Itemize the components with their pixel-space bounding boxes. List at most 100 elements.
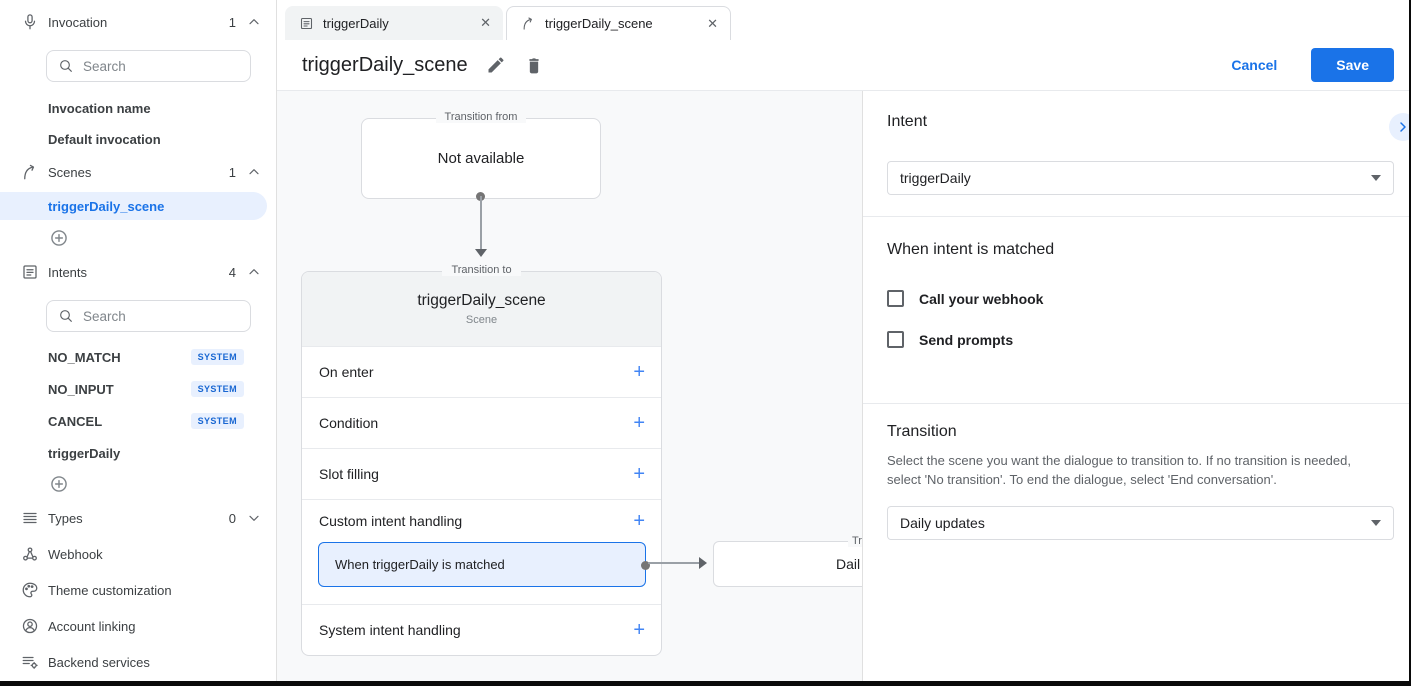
transition-from-box[interactable]: Transition from Not available — [361, 111, 601, 199]
sidebar-item-cancel-intent[interactable]: CANCEL SYSTEM — [0, 409, 276, 433]
connector-arrow-right — [699, 557, 707, 569]
system-badge: SYSTEM — [190, 349, 244, 365]
scene-section-custom-intent-handling: Custom intent handling + When triggerDai… — [302, 499, 661, 604]
flow-canvas[interactable]: Transition from Not available Transition… — [277, 91, 862, 681]
types-icon — [21, 509, 39, 527]
window-edge-bottom — [0, 681, 1411, 686]
sidebar-item-backend-services[interactable]: Backend services — [0, 650, 276, 674]
add-condition-button[interactable]: + — [633, 412, 645, 434]
section-count: 1 — [228, 14, 236, 30]
transition-from-content: Not available — [437, 150, 525, 167]
intent-select-value: triggerDaily — [900, 170, 971, 186]
dropdown-caret-icon — [1371, 175, 1381, 181]
add-on-enter-button[interactable]: + — [633, 361, 645, 383]
invocation-search-input[interactable] — [83, 58, 233, 74]
divider — [863, 403, 1409, 404]
sidebar-item-no-input[interactable]: NO_INPUT SYSTEM — [0, 377, 276, 401]
account-icon — [21, 617, 39, 635]
intents-search-input[interactable] — [83, 308, 233, 324]
add-intent-button[interactable] — [49, 474, 69, 494]
page-title: triggerDaily_scene — [302, 53, 468, 76]
microphone-icon — [21, 13, 39, 31]
collapse-panel-button[interactable] — [1389, 113, 1411, 141]
sidebar-item-webhook[interactable]: Webhook — [0, 542, 276, 566]
chevron-up-icon[interactable] — [246, 14, 262, 30]
plus-circle-icon — [51, 230, 67, 246]
send-prompts-option[interactable]: Send prompts — [887, 331, 1409, 348]
tab-bar: triggerDaily ✕ triggerDaily_scene ✕ — [277, 0, 1409, 40]
intent-select[interactable]: triggerDaily — [887, 161, 1394, 195]
connector-arrow-down — [475, 249, 487, 257]
section-count: 4 — [228, 264, 236, 280]
connector-line — [480, 196, 482, 251]
add-system-intent-button[interactable]: + — [633, 619, 645, 641]
scene-section-on-enter: On enter + — [302, 346, 661, 397]
intent-handler-chip-selected[interactable]: When triggerDaily is matched — [318, 542, 650, 587]
cancel-button[interactable]: Cancel — [1231, 57, 1278, 73]
connector-line — [648, 562, 701, 564]
sidebar-item-triggerdaily-scene-selected[interactable]: triggerDaily_scene — [0, 192, 267, 220]
chevron-right-icon — [1400, 122, 1406, 132]
sidebar-item-triggerdaily-intent[interactable]: triggerDaily — [48, 445, 121, 461]
intent-detail-panel: Intent triggerDaily When intent is match… — [862, 91, 1411, 681]
tab-triggerdaily-scene[interactable]: triggerDaily_scene ✕ — [506, 6, 731, 40]
transition-target-box[interactable]: Tr Dail — [713, 535, 862, 587]
backend-services-icon — [21, 653, 39, 671]
editor-header: triggerDaily_scene Cancel Save — [277, 40, 1409, 91]
call-webhook-option[interactable]: Call your webhook — [887, 290, 1409, 307]
add-slot-filling-button[interactable]: + — [633, 463, 645, 485]
transition-from-label: Transition from — [362, 111, 600, 123]
close-icon[interactable]: ✕ — [707, 15, 718, 31]
section-count: 0 — [228, 510, 236, 526]
transition-target-content-clipped: Dail — [836, 556, 861, 572]
divider — [863, 216, 1409, 217]
add-scene-button[interactable] — [49, 228, 69, 248]
scene-card[interactable]: Transition to triggerDaily_scene Scene O… — [301, 264, 662, 656]
section-label: Scenes — [48, 164, 92, 180]
section-count: 1 — [228, 164, 236, 180]
transition-target-label-clipped: Tr — [848, 535, 862, 547]
sidebar: Invocation 1 Invocation name Default inv… — [0, 0, 277, 681]
checkbox-unchecked[interactable] — [887, 290, 904, 307]
sidebar-section-scenes[interactable]: Scenes 1 — [0, 160, 276, 184]
transition-select[interactable]: Daily updates — [887, 506, 1394, 540]
close-icon[interactable]: ✕ — [480, 15, 491, 30]
intent-heading: Intent — [887, 113, 928, 130]
save-button[interactable]: Save — [1311, 48, 1394, 82]
scenes-icon — [21, 163, 39, 181]
transition-heading: Transition — [887, 423, 957, 440]
delete-icon[interactable] — [524, 55, 544, 75]
scene-card-subtitle: Scene — [465, 314, 498, 326]
invocation-search — [46, 50, 251, 82]
add-custom-intent-button[interactable]: + — [633, 510, 645, 532]
edit-icon[interactable] — [486, 55, 506, 75]
section-label: Invocation — [48, 14, 108, 30]
system-badge: SYSTEM — [190, 413, 244, 429]
connector-dot — [641, 561, 650, 570]
window-edge-right — [1409, 0, 1411, 686]
sidebar-section-types[interactable]: Types 0 — [0, 506, 276, 530]
system-badge: SYSTEM — [190, 381, 244, 397]
section-label: Intents — [48, 264, 88, 280]
scene-card-header: triggerDaily_scene Scene — [302, 272, 661, 346]
sidebar-item-no-match[interactable]: NO_MATCH SYSTEM — [0, 345, 276, 369]
chevron-down-icon[interactable] — [246, 510, 262, 526]
sidebar-item-invocation-name[interactable]: Invocation name — [48, 100, 151, 116]
sidebar-item-account-linking[interactable]: Account linking — [0, 614, 276, 638]
sidebar-item-theme-customization[interactable]: Theme customization — [0, 578, 276, 602]
chevron-up-icon[interactable] — [246, 164, 262, 180]
scene-card-title: triggerDaily_scene — [417, 292, 546, 309]
sidebar-section-invocation[interactable]: Invocation 1 — [0, 10, 276, 34]
sidebar-section-intents[interactable]: Intents 4 — [0, 260, 276, 284]
checkbox-unchecked[interactable] — [887, 331, 904, 348]
intents-search — [46, 300, 251, 332]
scene-section-condition: Condition + — [302, 397, 661, 448]
section-label: Types — [48, 510, 83, 526]
scene-section-slot-filling: Slot filling + — [302, 448, 661, 499]
when-matched-heading: When intent is matched — [887, 241, 1055, 258]
tab-triggerdaily[interactable]: triggerDaily ✕ — [285, 6, 503, 40]
chevron-up-icon[interactable] — [246, 264, 262, 280]
sidebar-item-default-invocation[interactable]: Default invocation — [48, 131, 161, 147]
intents-icon — [21, 263, 39, 281]
